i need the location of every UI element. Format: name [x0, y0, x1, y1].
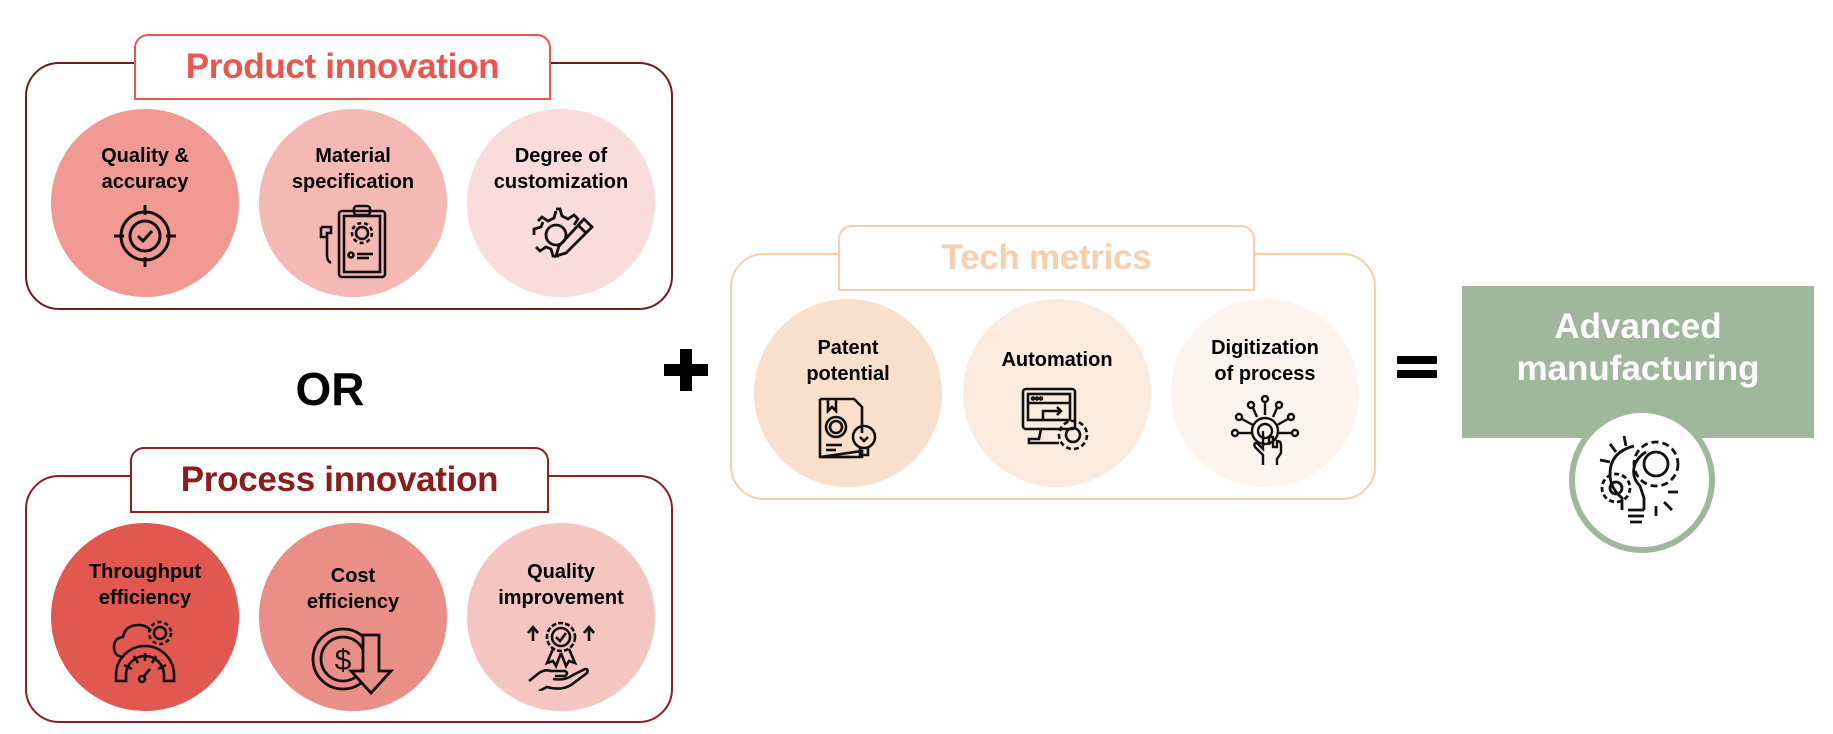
circle-label: Material specification	[291, 145, 415, 193]
or-label: OR	[295, 363, 365, 415]
circle-degree-of-customization: Degree of customization	[467, 109, 655, 297]
svg-text:$: $	[335, 644, 352, 677]
circle-label: Digitization of process	[1211, 337, 1319, 385]
product-innovation-title: Product innovation	[134, 34, 551, 100]
circle-label: Cost efficiency	[306, 565, 400, 613]
circle-patent-potential: Patent potential	[754, 299, 942, 487]
award-hand-arrows-icon	[527, 621, 595, 691]
circle-label: Degree of customization	[493, 145, 629, 193]
advanced-manufacturing-icon-circle	[1569, 407, 1715, 553]
circle-label: Quality improvement	[498, 561, 624, 609]
circle-label: Throughput efficiency	[88, 561, 202, 609]
circle-digitization-of-process: Digitization of process	[1171, 299, 1359, 487]
process-innovation-title-text: Process innovation	[180, 460, 499, 499]
result-line1: Advanced	[1554, 307, 1722, 346]
tech-metrics-title-text: Tech metrics	[941, 238, 1152, 277]
circle-label: Automation	[1001, 349, 1113, 371]
circle-automation: Automation	[963, 299, 1151, 487]
circle-throughput-efficiency: Throughput efficiency	[51, 523, 239, 711]
target-check-icon	[114, 205, 176, 267]
monitor-gear-icon	[1021, 387, 1089, 451]
digital-touch-network-icon	[1230, 395, 1300, 465]
plus-sign-icon	[664, 349, 708, 391]
process-innovation-title: Process innovation	[130, 447, 549, 513]
circle-label: Patent potential	[806, 337, 890, 385]
advanced-manufacturing-box: Advanced manufacturing	[1462, 286, 1814, 438]
dollar-down-arrow-icon: $	[311, 627, 395, 695]
cloud-gear-gauge-icon	[112, 620, 176, 684]
bulb-gears-icon	[1599, 435, 1680, 524]
circle-quality-accuracy: Quality & accuracy	[51, 109, 239, 297]
gear-pencil-icon	[532, 207, 594, 259]
circle-cost-efficiency: Cost efficiency $	[259, 523, 447, 711]
circle-quality-improvement: Quality improvement	[467, 523, 655, 711]
equals-sign-icon	[1397, 356, 1437, 378]
patent-document-bulb-icon	[818, 397, 877, 459]
product-innovation-title-text: Product innovation	[185, 47, 500, 86]
circle-material-specification: Material specification	[259, 109, 447, 297]
clipboard-gear-wrench-icon	[319, 204, 387, 279]
result-line2: manufacturing	[1516, 349, 1760, 388]
circle-label: Quality & accuracy	[101, 145, 189, 193]
tech-metrics-title: Tech metrics	[838, 225, 1255, 291]
